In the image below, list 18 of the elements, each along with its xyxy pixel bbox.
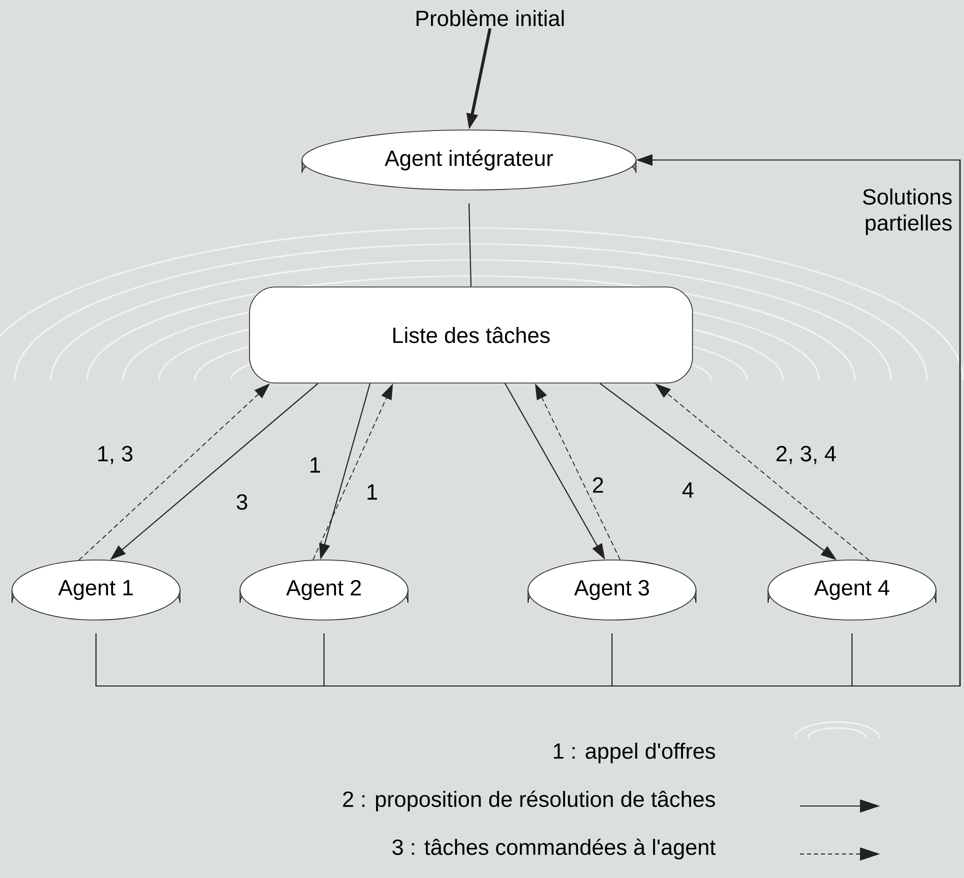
- agent-disc: Agent intégrateur: [302, 130, 636, 190]
- agent-disc: Agent 3: [528, 560, 696, 620]
- edge-label: 1: [368, 484, 378, 500]
- edge-label: 1: [310, 457, 320, 473]
- edge-label: 4: [682, 482, 694, 498]
- task-list-box: Liste des tâches: [249, 286, 693, 384]
- edge-label: 2, 3, 4: [776, 446, 836, 464]
- edge-label: 2: [593, 477, 604, 493]
- edge-label: 3: [236, 494, 248, 510]
- legend-text: 2 : proposition de résolution de tâches: [343, 790, 715, 812]
- legend-text: 1 : appel d'offres: [554, 742, 716, 764]
- agent-disc: Agent 4: [768, 560, 936, 620]
- input-text: Problème initial: [416, 10, 564, 26]
- agent-disc: Agent 2: [240, 560, 408, 620]
- legend-text: 3 : tâches commandées à l'agent: [392, 838, 716, 860]
- agent-disc: Agent 1: [12, 560, 180, 620]
- note-text: Solutions partielles: [862, 188, 952, 236]
- edge-label: 1, 3: [98, 446, 132, 464]
